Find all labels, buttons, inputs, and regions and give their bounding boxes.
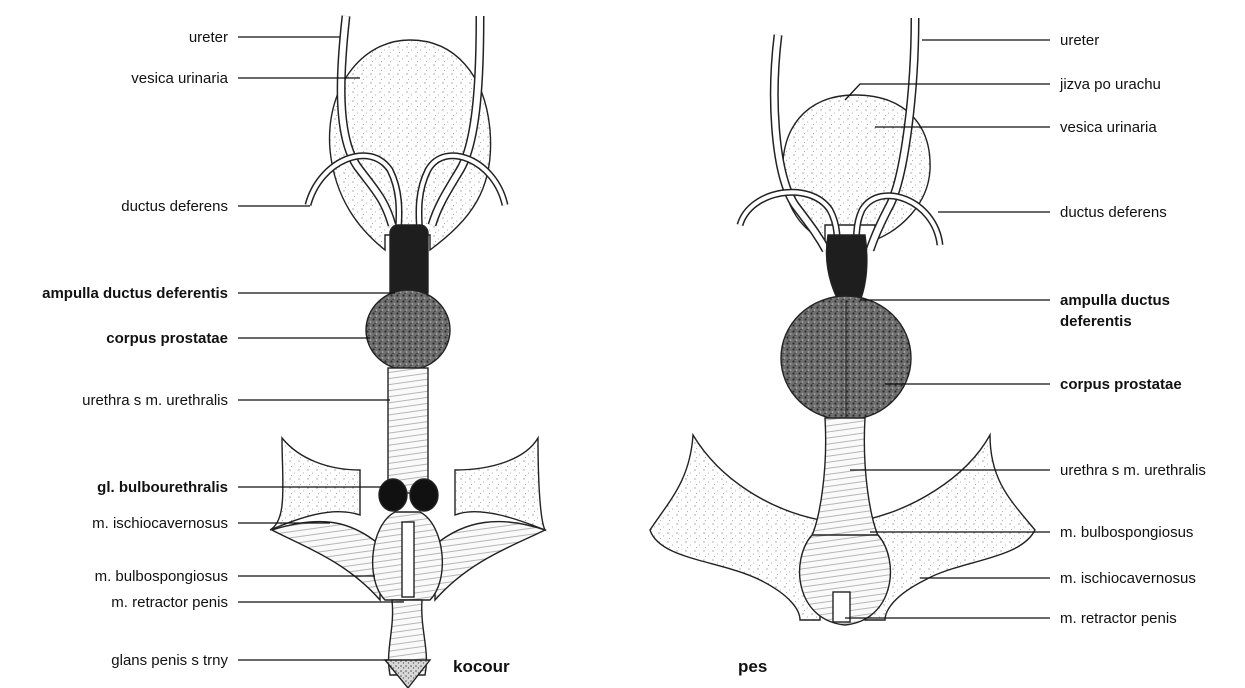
dog-label-ampulla-line1: ampulla ductus [1060,292,1170,309]
cat-bulbourethral-right [410,479,438,511]
cat-label-ureter: ureter [189,29,228,46]
cat-diagram: ureter vesica urinaria ductus deferens a… [42,16,545,688]
cat-label-vesica: vesica urinaria [131,70,228,87]
cat-label-ampulla: ampulla ductus deferentis [42,285,228,302]
dog-label-ureter: ureter [1060,32,1099,49]
cat-label-urethra: urethra s m. urethralis [82,392,228,409]
cat-label-retractor: m. retractor penis [111,594,228,611]
dog-label-bulbosp: m. bulbospongiosus [1060,524,1193,541]
dog-label-urethra: urethra s m. urethralis [1060,462,1206,479]
dog-diagram: ureter jizva po urachu vesica urinaria d… [650,18,1206,676]
dog-label-jizva: jizva po urachu [1059,76,1161,93]
cat-label-bulbo: gl. bulbourethralis [97,479,228,496]
cat-label-prostata: corpus prostatae [106,330,228,347]
cat-caption: kocour [453,657,510,676]
dog-label-ischio: m. ischiocavernosus [1060,570,1196,587]
dog-label-ductus: ductus deferens [1060,204,1167,221]
cat-label-ductus: ductus deferens [121,198,228,215]
cat-label-bulbosp: m. bulbospongiosus [95,568,228,585]
cat-retractor [402,522,414,597]
cat-prostate [366,290,450,370]
cat-ampulla [390,225,428,300]
dog-urethra [810,418,880,540]
dog-caption: pes [738,657,767,676]
dog-label-vesica: vesica urinaria [1060,119,1157,136]
dog-label-prostata: corpus prostatae [1060,376,1182,393]
dog-label-retractor: m. retractor penis [1060,610,1177,627]
cat-label-ischio: m. ischiocavernosus [92,515,228,532]
cat-urethra [388,368,428,493]
cat-label-glans: glans penis s trny [111,652,228,669]
cat-bulbourethral-left [379,479,407,511]
dog-label-ampulla-line2: deferentis [1060,313,1132,330]
